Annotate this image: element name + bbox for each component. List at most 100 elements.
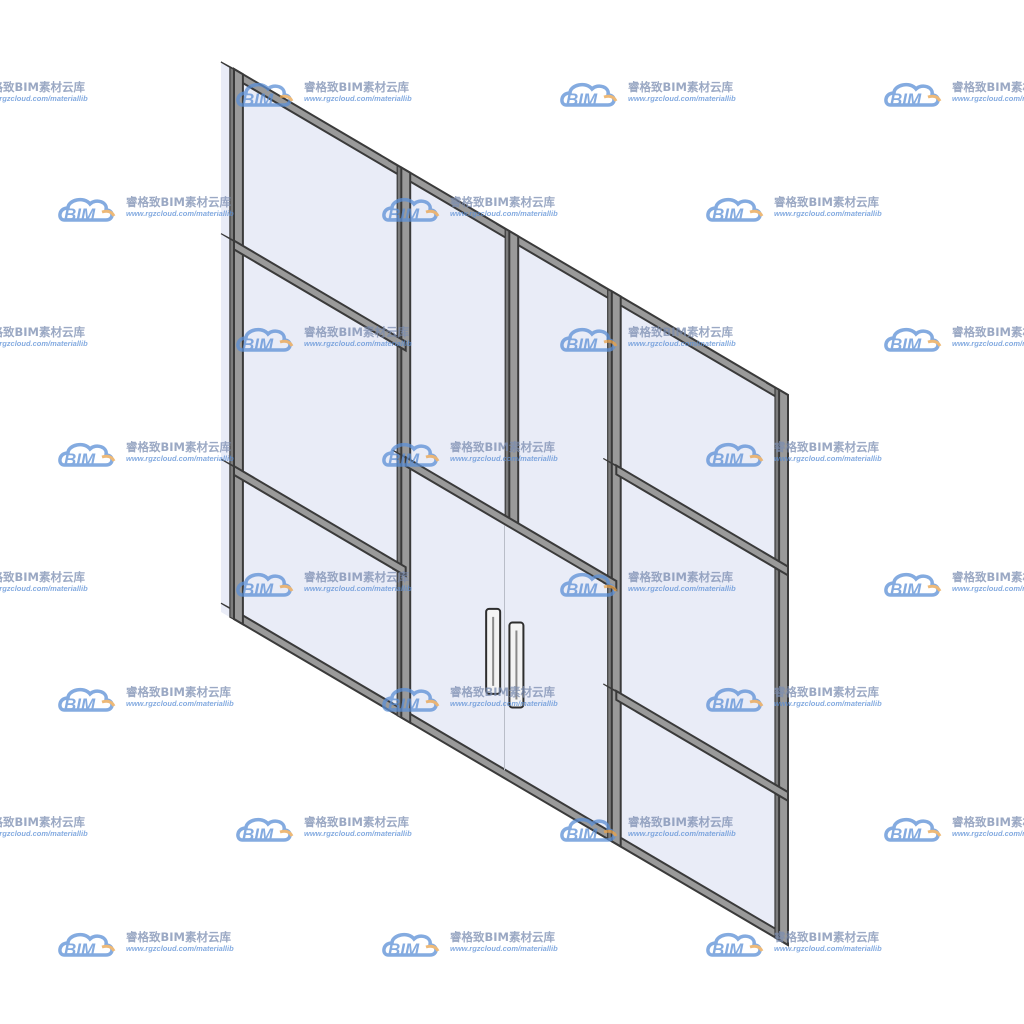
frame-front-face	[508, 229, 520, 530]
watermark-url: www.rgzcloud.com/materiallib	[304, 339, 412, 348]
watermark-title: 睿格致BIM素材云库	[450, 440, 555, 454]
watermark-title: 睿格致BIM素材云库	[628, 570, 733, 584]
watermark-stamp: BIM睿格致BIM素材云库www.rgzcloud.com/materialli…	[0, 570, 88, 593]
door-handles	[485, 607, 525, 709]
watermark-logo-text: BIM	[242, 90, 274, 109]
watermark-stamp: BIM睿格致BIM素材云库www.rgzcloud.com/materialli…	[0, 325, 88, 348]
watermark-title: 睿格致BIM素材云库	[450, 685, 555, 699]
watermark-url: www.rgzcloud.com/materiallib	[774, 944, 882, 953]
watermark-url: www.rgzcloud.com/materiallib	[774, 699, 882, 708]
watermark-title: 睿格致BIM素材云库	[0, 815, 85, 829]
logo-accent-icon	[279, 829, 294, 837]
logo-accent-icon	[749, 454, 764, 462]
watermark-logo-text: BIM	[64, 695, 96, 714]
watermark-url: www.rgzcloud.com/materiallib	[126, 699, 234, 708]
watermark-url: www.rgzcloud.com/materiallib	[952, 339, 1024, 348]
logo-accent-icon	[279, 584, 294, 592]
watermark-title: 睿格致BIM素材云库	[304, 570, 409, 584]
watermark-url: www.rgzcloud.com/materiallib	[126, 944, 234, 953]
watermark-stamp: BIM 睿格致BIM素材云库www.rgzcloud.com/materialli…	[706, 685, 882, 714]
watermark-stamp: BIM睿格致BIM素材云库www.rgzcloud.com/materialli…	[884, 570, 1024, 599]
watermark-title: 睿格致BIM素材云库	[304, 80, 409, 94]
watermark-stamp: BIM睿格致BIM素材云库www.rgzcloud.com/materialli…	[560, 570, 736, 599]
watermark-url: www.rgzcloud.com/materiallib	[304, 584, 412, 593]
watermark-logo-text: BIM	[388, 695, 420, 714]
watermark-stamp: BIM睿格致BIM素材云库www.rgzcloud.com/materialli…	[884, 80, 1024, 109]
watermark-stamp: BIM睿格致BIM素材云库www.rgzcloud.com/materialli…	[382, 440, 558, 469]
watermark-url: www.rgzcloud.com/materiallib	[628, 94, 736, 103]
logo-accent-icon	[927, 339, 942, 347]
watermark-url: www.rgzcloud.com/materiallib	[450, 454, 558, 463]
door-handle-left	[485, 607, 502, 695]
logo-accent-icon	[603, 94, 618, 102]
watermark-logo-text: BIM	[242, 335, 274, 354]
watermark-logo-text: BIM	[712, 695, 744, 714]
watermark-title: 睿格致BIM素材云库	[126, 195, 231, 209]
watermark-logo-text: BIM	[712, 940, 744, 959]
watermark-stamp: BIM睿格致BIM素材云库www.rgzcloud.com/materialli…	[236, 815, 412, 844]
watermark-logo-text: BIM	[64, 940, 96, 959]
watermark-logo-text: BIM	[712, 450, 744, 469]
watermark-url: www.rgzcloud.com/materiallib	[450, 944, 558, 953]
logo-accent-icon	[279, 339, 294, 347]
watermark-url: www.rgzcloud.com/materiallib	[0, 94, 88, 103]
watermark-logo-text: BIM	[64, 205, 96, 224]
watermark-title: 睿格致BIM素材云库	[628, 325, 733, 339]
watermark-stamp: BIM 睿格致BIM素材云库www.rgzcloud.com/materialli…	[706, 440, 882, 469]
watermark-stamp: BIM睿格致BIM素材云库www.rgzcloud.com/materialli…	[706, 930, 882, 959]
frame-front-face	[233, 238, 407, 353]
watermark-url: www.rgzcloud.com/materiallib	[0, 584, 88, 593]
watermark-stamp: BIM睿格致BIM素材云库www.rgzcloud.com/materialli…	[382, 930, 558, 959]
watermark-stamp: BIM睿格致BIM素材云库www.rgzcloud.com/materialli…	[382, 685, 558, 714]
watermark-stamp: BIM睿格致BIM素材云库www.rgzcloud.com/materialli…	[58, 195, 234, 224]
watermark-title: 睿格致BIM素材云库	[450, 930, 555, 944]
logo-accent-icon	[101, 699, 116, 707]
watermark-url: www.rgzcloud.com/materiallib	[628, 339, 736, 348]
watermark-stamp: BIM睿格致BIM素材云库www.rgzcloud.com/materialli…	[236, 570, 412, 599]
watermark-stamp: BIM睿格致BIM素材云库www.rgzcloud.com/materialli…	[884, 815, 1024, 844]
watermark-logo-text: BIM	[712, 205, 744, 224]
watermark-stamp: BIM 睿格致BIM素材云库www.rgzcloud.com/materialli…	[236, 325, 412, 354]
watermark-title: 睿格致BIM素材云库	[952, 80, 1024, 94]
watermark-url: www.rgzcloud.com/materiallib	[126, 454, 234, 463]
watermark-url: www.rgzcloud.com/materiallib	[952, 94, 1024, 103]
frame-front-face	[615, 463, 789, 578]
logo-accent-icon	[425, 454, 440, 462]
watermark-stamp: BIM睿格致BIM素材云库www.rgzcloud.com/materialli…	[58, 440, 234, 469]
transom-left-upper	[220, 233, 407, 353]
transom-left-lower	[220, 458, 407, 578]
logo-accent-icon	[749, 209, 764, 217]
watermark-stamp: BIM睿格致BIM素材云库www.rgzcloud.com/materialli…	[236, 80, 412, 109]
watermark-stamp: BIM 睿格致BIM素材云库www.rgzcloud.com/materialli…	[58, 685, 234, 714]
frame-members	[220, 61, 789, 947]
frame-front-face	[778, 388, 789, 947]
watermark-url: www.rgzcloud.com/materiallib	[774, 209, 882, 218]
frame-front-face	[233, 464, 407, 578]
watermark-stamp: BIM 睿格致BIM素材云库www.rgzcloud.com/materialli…	[560, 325, 736, 354]
watermark-title: 睿格致BIM素材云库	[304, 325, 409, 339]
watermark-title: 睿格致BIM素材云库	[628, 80, 733, 94]
frame-front-face	[610, 289, 622, 849]
watermark-title: 睿格致BIM素材云库	[952, 570, 1024, 584]
watermark-url: www.rgzcloud.com/materiallib	[774, 454, 882, 463]
watermark-url: www.rgzcloud.com/materiallib	[628, 584, 736, 593]
watermark-title: 睿格致BIM素材云库	[774, 685, 879, 699]
logo-accent-icon	[749, 944, 764, 952]
watermark-title: 睿格致BIM素材云库	[304, 815, 409, 829]
logo-accent-icon	[927, 829, 942, 837]
watermark-url: www.rgzcloud.com/materiallib	[952, 829, 1024, 838]
watermark-logo-text: BIM	[242, 825, 274, 844]
watermark-url: www.rgzcloud.com/materiallib	[628, 829, 736, 838]
logo-accent-icon	[425, 699, 440, 707]
watermark-logo-text: BIM	[566, 335, 598, 354]
logo-accent-icon	[101, 944, 116, 952]
logo-accent-icon	[603, 339, 618, 347]
logo-accent-icon	[749, 699, 764, 707]
watermark-title: 睿格致BIM素材云库	[774, 440, 879, 454]
watermark-title: 睿格致BIM素材云库	[126, 685, 231, 699]
glass-panes	[221, 62, 775, 938]
logo-accent-icon	[603, 584, 618, 592]
watermark-stamp: BIM睿格致BIM素材云库www.rgzcloud.com/materialli…	[884, 325, 1024, 354]
watermark-title: 睿格致BIM素材云库	[0, 570, 85, 584]
